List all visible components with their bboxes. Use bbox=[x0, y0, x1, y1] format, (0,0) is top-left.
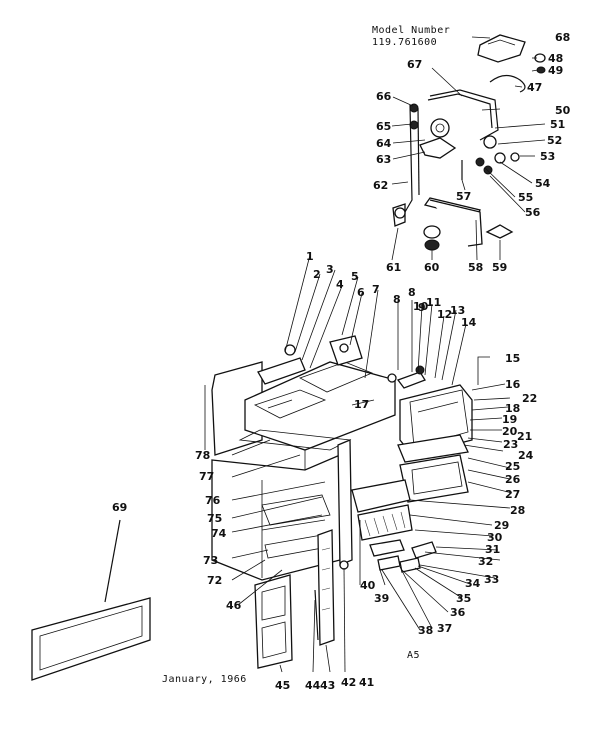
callout: 75 bbox=[207, 512, 222, 525]
callout: 47 bbox=[527, 81, 542, 94]
callout: 43 bbox=[320, 679, 335, 692]
callout: 49 bbox=[548, 64, 563, 77]
callout: 8 bbox=[393, 293, 401, 306]
callout: 15 bbox=[505, 352, 520, 365]
callout: 40 bbox=[360, 579, 376, 592]
callout: 5 bbox=[351, 270, 359, 283]
front-panel bbox=[31, 519, 151, 681]
callout: 44 bbox=[305, 679, 321, 692]
callout: 30 bbox=[487, 531, 503, 544]
callout: 60 bbox=[424, 261, 440, 274]
callout: 1 bbox=[306, 250, 314, 263]
callout: 6 bbox=[357, 286, 365, 299]
callout: 3 bbox=[326, 263, 334, 276]
diagram-date: January, 1966 bbox=[162, 674, 247, 685]
callout: 33 bbox=[484, 573, 499, 586]
callout: 64 bbox=[376, 137, 392, 150]
leader-lines bbox=[231, 36, 546, 673]
callout: 69 bbox=[112, 501, 127, 514]
callout: 59 bbox=[492, 261, 507, 274]
callout: 55 bbox=[518, 191, 533, 204]
callout: 73 bbox=[203, 554, 218, 567]
callout: 41 bbox=[359, 676, 374, 689]
callout: 28 bbox=[510, 504, 525, 517]
callout: 38 bbox=[418, 624, 433, 637]
callout: 36 bbox=[450, 606, 466, 619]
callout: 4 bbox=[336, 278, 344, 291]
callout: 29 bbox=[494, 519, 509, 532]
callout: 62 bbox=[373, 179, 388, 192]
callout: 11 bbox=[426, 296, 441, 309]
callout: 22 bbox=[522, 392, 537, 405]
callout: 27 bbox=[505, 488, 520, 501]
callout: 35 bbox=[456, 592, 471, 605]
callout: 10 bbox=[413, 300, 429, 313]
page-code: A5 bbox=[407, 650, 421, 661]
model-number-label: Model Number bbox=[372, 25, 451, 36]
callout: 46 bbox=[226, 599, 242, 612]
callout: 66 bbox=[376, 90, 392, 103]
callout: 24 bbox=[518, 449, 534, 462]
model-number-value: 119.761600 bbox=[372, 37, 438, 48]
callout: 31 bbox=[485, 543, 500, 556]
callout: 20 bbox=[502, 425, 518, 438]
callout: 18 bbox=[505, 402, 520, 415]
mid-assembly bbox=[392, 197, 514, 251]
callout: 13 bbox=[450, 304, 465, 317]
callout: 56 bbox=[525, 206, 541, 219]
callout: 51 bbox=[550, 118, 565, 131]
callout: 37 bbox=[437, 622, 452, 635]
callout: 25 bbox=[505, 460, 520, 473]
callout: 45 bbox=[275, 679, 290, 692]
callout: 52 bbox=[547, 134, 562, 147]
callout: 26 bbox=[505, 473, 521, 486]
callout: 63 bbox=[376, 153, 391, 166]
range-body bbox=[204, 335, 396, 669]
callout: 16 bbox=[505, 378, 521, 391]
callout: 53 bbox=[540, 150, 555, 163]
callout: 58 bbox=[468, 261, 483, 274]
callout: 54 bbox=[535, 177, 551, 190]
callout: 21 bbox=[517, 430, 532, 443]
callout: 7 bbox=[372, 283, 380, 296]
callout: 34 bbox=[465, 577, 481, 590]
callout: 32 bbox=[478, 555, 493, 568]
callout: 23 bbox=[503, 438, 518, 451]
callout: 19 bbox=[502, 413, 517, 426]
callout: 39 bbox=[374, 592, 389, 605]
callout-numbers: 1 2 3 4 5 6 7 8 8 9 10 11 12 13 14 15 16… bbox=[112, 31, 571, 692]
callout: 67 bbox=[407, 58, 422, 71]
callout: 12 bbox=[437, 308, 452, 321]
callout: 8 bbox=[408, 286, 416, 299]
callout: 76 bbox=[205, 494, 221, 507]
callout: 57 bbox=[456, 190, 471, 203]
callout: 61 bbox=[386, 261, 401, 274]
callout: 9 bbox=[418, 301, 426, 314]
callout: 65 bbox=[376, 120, 391, 133]
oven-door-assembly bbox=[351, 365, 473, 573]
callout: 42 bbox=[341, 676, 356, 689]
callout: 14 bbox=[461, 316, 477, 329]
callout: 72 bbox=[207, 574, 222, 587]
callout: 77 bbox=[199, 470, 214, 483]
callout: 78 bbox=[195, 449, 210, 462]
callout: 68 bbox=[555, 31, 570, 44]
upper-assembly bbox=[404, 34, 546, 213]
callout: 74 bbox=[211, 527, 227, 540]
callout: 48 bbox=[548, 52, 563, 65]
callout: 17 bbox=[354, 398, 369, 411]
callout: 2 bbox=[313, 268, 321, 281]
callout: 50 bbox=[555, 104, 571, 117]
